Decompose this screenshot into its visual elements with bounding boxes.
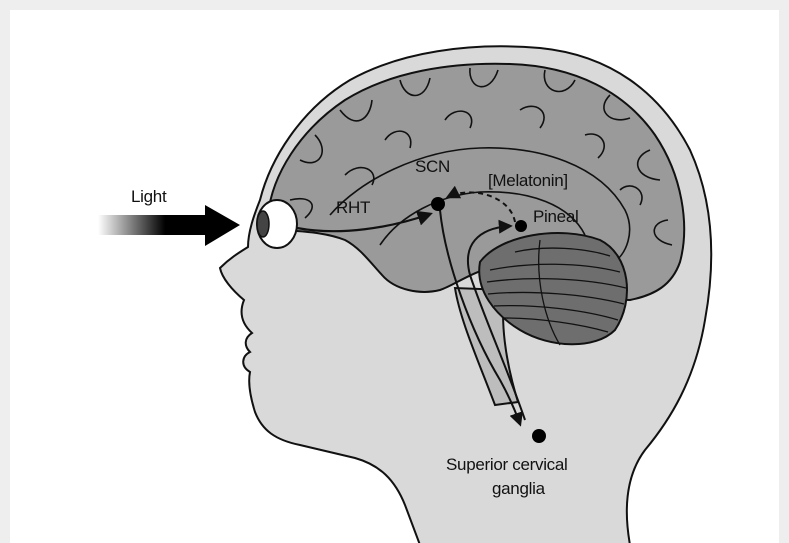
pineal-node bbox=[515, 220, 527, 232]
light-arrow bbox=[98, 205, 240, 246]
diagram-svg: Light RHT SCN [Melatonin] Pineal Superio… bbox=[10, 10, 779, 543]
label-ganglia-line1: Superior cervical bbox=[446, 455, 568, 474]
label-light: Light bbox=[131, 187, 167, 206]
label-ganglia-line2: ganglia bbox=[492, 479, 546, 498]
eye bbox=[257, 200, 297, 248]
ganglia-node bbox=[532, 429, 546, 443]
label-melatonin: [Melatonin] bbox=[488, 171, 568, 190]
label-rht: RHT bbox=[336, 198, 370, 217]
diagram-canvas: Light RHT SCN [Melatonin] Pineal Superio… bbox=[10, 10, 779, 543]
scn-node bbox=[431, 197, 445, 211]
label-pineal: Pineal bbox=[533, 207, 578, 226]
label-scn: SCN bbox=[415, 157, 450, 176]
